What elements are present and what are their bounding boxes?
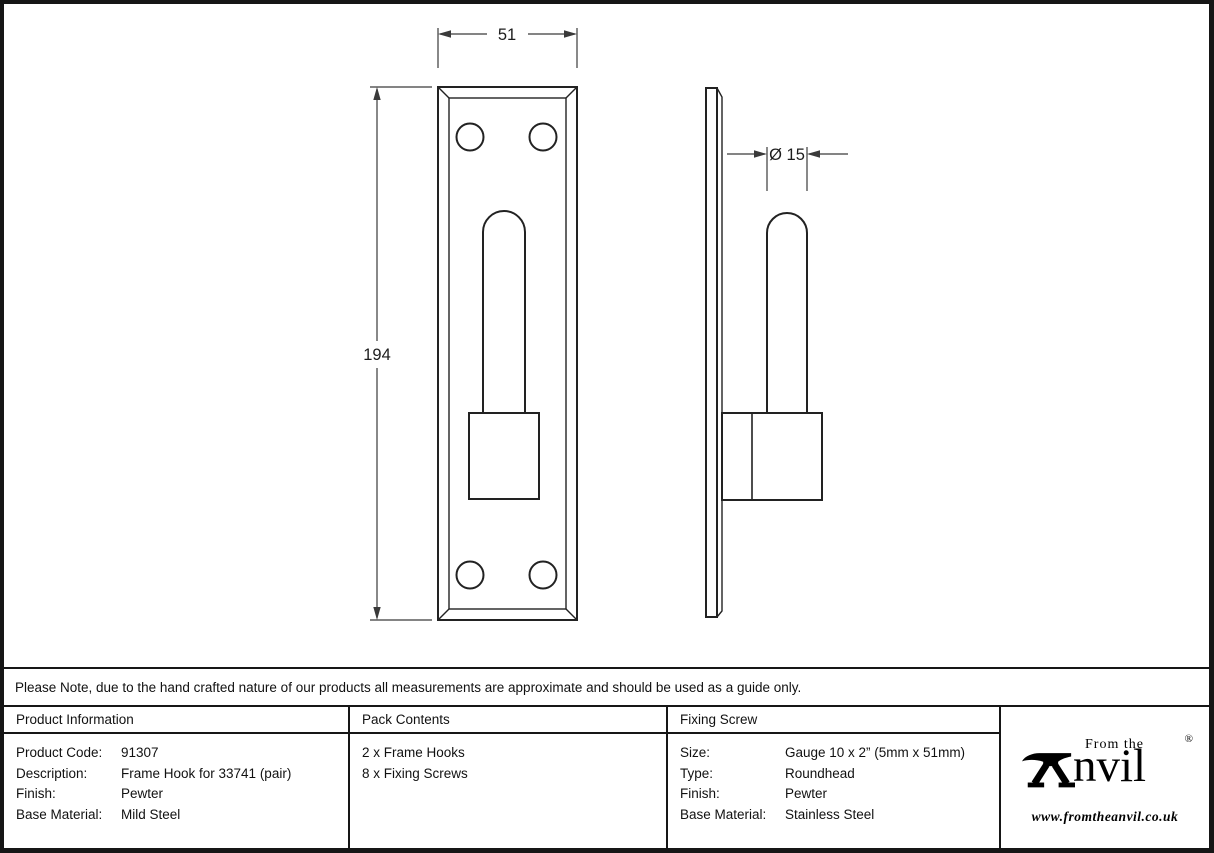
logo-url: www.fromtheanvil.co.uk — [1031, 808, 1179, 824]
side-plate-bevel — [716, 87, 723, 618]
screw-hole — [528, 560, 558, 590]
row-label: Finish: — [16, 786, 56, 802]
hook-block-side — [721, 412, 823, 501]
logo-from-the: From the — [1085, 736, 1144, 752]
row-label: Description: — [16, 765, 88, 781]
dimension-width: 51 — [437, 26, 578, 68]
row-value: Pewter — [121, 786, 164, 802]
arrow-down-icon — [373, 607, 381, 620]
header-product-information: Product Information — [4, 707, 348, 734]
screw-hole — [455, 560, 485, 590]
note-text: Please Note, due to the hand crafted nat… — [15, 679, 802, 695]
arrow-right-icon — [564, 30, 577, 38]
logo-brand-text: nvil — [1073, 739, 1147, 792]
row-label: Size: — [680, 745, 711, 760]
front-plate-outline — [437, 86, 578, 621]
header-fixing-screw: Fixing Screw — [666, 707, 999, 734]
hook-pin-side — [766, 212, 808, 413]
technical-drawing-svg: 51 194 — [363, 26, 848, 621]
header-label: Pack Contents — [362, 712, 450, 727]
side-view — [705, 87, 823, 618]
pack-contents-body: 2 x Frame Hooks 8 x Fixing Screws — [348, 734, 666, 848]
row-label: Base Material: — [680, 807, 767, 823]
header-label: Fixing Screw — [680, 712, 758, 727]
bevel-corner-icon — [565, 608, 578, 621]
table-row: Finish: Pewter — [680, 784, 987, 805]
table-row: Base Material: Stainless Steel — [680, 805, 987, 826]
table-row: Base Material: Mild Steel — [16, 805, 336, 826]
arrow-right-icon — [754, 150, 767, 158]
row-label: Finish: — [680, 786, 720, 802]
technical-drawing: 51 194 — [4, 4, 1209, 667]
table-row: Size: Gauge 10 x 2” (5mm x 51mm) — [680, 743, 987, 764]
bevel-corner-icon — [565, 86, 578, 99]
side-plate-outline — [705, 87, 718, 618]
list-item: 8 x Fixing Screws — [362, 765, 468, 781]
fixing-screw-body: Size: Gauge 10 x 2” (5mm x 51mm) Type: R… — [666, 734, 999, 848]
front-view — [437, 86, 578, 621]
table-row: Product Code: 91307 — [16, 743, 336, 764]
hook-pin-front — [482, 210, 526, 413]
product-information-body: Product Code: 91307 Description: Frame H… — [4, 734, 348, 848]
screw-hole — [528, 122, 558, 152]
dim-width-label: 51 — [498, 26, 516, 44]
table-row: Description: Frame Hook for 33741 (pair) — [16, 764, 336, 785]
note-row: Please Note, due to the hand crafted nat… — [4, 667, 1209, 705]
dim-diameter-label: Ø 15 — [769, 146, 805, 164]
row-value: Stainless Steel — [785, 807, 875, 823]
row-value: Gauge 10 x 2” (5mm x 51mm) — [785, 745, 966, 760]
hook-block-front — [468, 412, 540, 500]
table-row: Finish: Pewter — [16, 784, 336, 805]
front-plate-bevel — [448, 97, 567, 610]
row-value: Roundhead — [785, 765, 855, 781]
row-value: Pewter — [785, 786, 828, 802]
row-value: Mild Steel — [121, 807, 181, 823]
bevel-corner-icon — [437, 86, 450, 99]
row-label: Base Material: — [16, 807, 103, 823]
screw-hole — [455, 122, 485, 152]
arrow-left-icon — [438, 30, 451, 38]
row-value: 91307 — [121, 745, 159, 760]
registered-mark-icon: ® — [1184, 732, 1193, 745]
header-label: Product Information — [16, 712, 134, 727]
dimension-diameter: Ø 15 — [727, 146, 848, 191]
arrow-left-icon — [807, 150, 820, 158]
brand-logo-cell: From the nvil ® www.fromtheanvil.co.uk — [999, 707, 1209, 848]
table-row: Type: Roundhead — [680, 764, 987, 785]
arrow-up-icon — [373, 87, 381, 100]
row-label: Type: — [680, 765, 714, 781]
anvil-icon — [1021, 752, 1075, 787]
row-value: Frame Hook for 33741 (pair) — [121, 765, 292, 781]
row-label: Product Code: — [16, 745, 103, 760]
header-pack-contents: Pack Contents — [348, 707, 666, 734]
spec-table: Product Information Pack Contents Fixing… — [4, 705, 1209, 848]
brand-logo: From the nvil ® www.fromtheanvil.co.uk — [1021, 731, 1193, 825]
dim-height-label: 194 — [363, 346, 391, 364]
list-item: 2 x Frame Hooks — [362, 745, 465, 760]
dimension-height: 194 — [363, 86, 432, 621]
bevel-corner-icon — [437, 608, 450, 621]
